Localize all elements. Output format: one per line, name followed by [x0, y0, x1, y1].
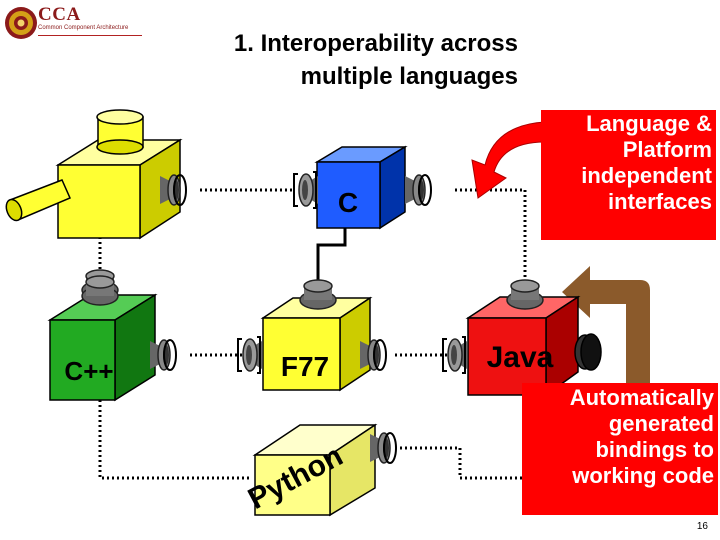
slide-title: 1. Interoperability across multiple lang…: [150, 27, 518, 93]
python-component[interactable]: Python: [243, 423, 397, 517]
bindings-callout-line: generated: [608, 411, 714, 436]
interfaces-arrow-icon: [471, 121, 546, 199]
interfaces-callout-line: Platform: [622, 137, 712, 162]
f77-component[interactable]: F77: [237, 279, 387, 392]
logo-text: CCA: [38, 4, 81, 25]
bindings-callout-line: bindings to: [595, 437, 714, 462]
solid-connection: [316, 228, 347, 282]
f77-label: F77: [281, 351, 329, 382]
bindings-arrow-icon: [562, 266, 650, 395]
uses-port-icon: [96, 109, 144, 155]
interfaces-callout-line: interfaces: [608, 189, 712, 214]
java-component[interactable]: Java: [442, 279, 602, 397]
interfaces-callout-line: Language &: [586, 111, 712, 136]
c-component[interactable]: C: [293, 145, 432, 230]
c-label: C: [338, 187, 358, 218]
java-label: Java: [487, 341, 554, 374]
cpp-label: C++: [64, 356, 113, 386]
bindings-callout-line: Automatically: [569, 385, 714, 410]
pipe-port-icon: [5, 179, 71, 222]
interfaces-callout: Language & Platform independent interfac…: [541, 110, 716, 240]
logo-divider: [38, 35, 142, 36]
yellow-component[interactable]: [3, 109, 187, 300]
connection-lines: [98, 188, 527, 480]
logo-subtitle: Common Component Architecture: [38, 25, 129, 31]
bindings-callout-line: working code: [572, 463, 714, 488]
bindings-callout: Automatically generated bindings to work…: [522, 383, 718, 515]
cca-seal-icon: [5, 7, 37, 39]
slide-title-line-2: multiple languages: [300, 63, 518, 90]
page-number: 16: [696, 521, 708, 532]
interfaces-callout-line: independent: [581, 163, 712, 188]
cpp-component[interactable]: C++: [47, 275, 177, 402]
slide-title-line-1: 1. Interoperability across: [233, 30, 518, 57]
java-end-port-icon: [574, 333, 602, 371]
cca-logo: CCA Common Component Architecture: [4, 4, 154, 44]
